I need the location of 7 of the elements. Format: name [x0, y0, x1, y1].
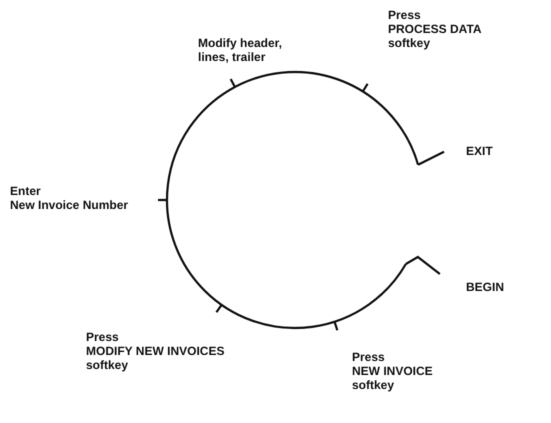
step-label: Modify header, lines, trailer — [198, 36, 282, 64]
step-label: Enter New Invoice Number — [10, 184, 128, 212]
step-label: Press PROCESS DATA softkey — [388, 8, 482, 50]
step-label: EXIT — [466, 144, 493, 158]
step-label: Press MODIFY NEW INVOICES softkey — [86, 330, 224, 372]
step-label: BEGIN — [466, 280, 504, 294]
step-label: Press NEW INVOICE softkey — [352, 350, 433, 392]
